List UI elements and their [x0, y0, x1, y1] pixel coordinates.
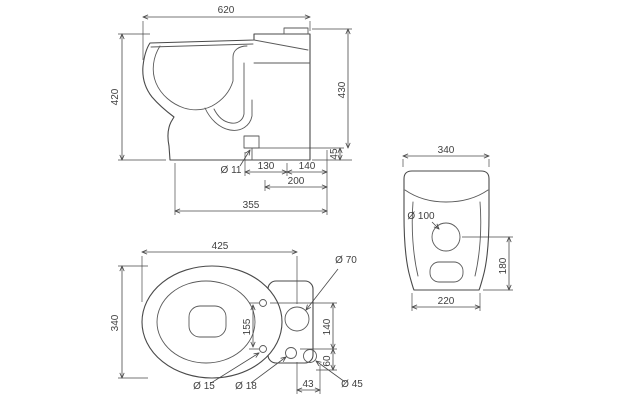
top-flush-hole-70 [284, 306, 310, 332]
dim-130-label: 130 [258, 161, 275, 172]
rear-toilet-outline [403, 170, 490, 291]
dim-hole-70-label: Ø 70 [335, 255, 357, 266]
side-toilet-outline [142, 33, 311, 161]
dim-45-label: 45 [329, 148, 340, 160]
side-bowl-inner-line [152, 45, 248, 111]
dim-420-label: 420 [110, 88, 121, 105]
dim-180-label: 180 [498, 257, 509, 274]
leader-hole-100 [431, 221, 439, 229]
dim-60-label: 60 [322, 355, 333, 367]
dim-hole-45-label: Ø 45 [341, 379, 363, 390]
rear-extension-lines [402, 159, 513, 311]
dim-430-label: 430 [337, 81, 348, 98]
leader-hole-11 [239, 150, 250, 167]
rear-shroud-lines [411, 201, 482, 277]
leader-hole-45 [316, 361, 346, 383]
dim-355-label: 355 [243, 200, 260, 211]
side-trap-line [204, 62, 253, 131]
side-view: 620 420 430 45 Ø 11 130 140 200 355 [110, 5, 352, 215]
dim-hole-18-label: Ø 18 [235, 381, 257, 392]
dim-220-label: 220 [438, 296, 455, 307]
side-cistern-lines [253, 39, 311, 64]
dim-140-label: 140 [299, 161, 316, 172]
side-seat-line [150, 43, 254, 48]
side-flush-button [283, 27, 309, 35]
dim-155-label: 155 [242, 318, 253, 335]
top-extension-lines [118, 256, 337, 394]
top-hole-45 [303, 349, 317, 363]
top-bowl-water [188, 305, 227, 338]
dim-340-rear-label: 340 [438, 145, 455, 156]
rear-waste-outlet [429, 261, 464, 283]
top-hinge-hole-upper [259, 299, 267, 307]
top-hinge-hole-lower [259, 345, 267, 353]
dim-43-label: 43 [302, 379, 314, 390]
top-hole-18 [285, 347, 297, 359]
side-extension-lines [118, 21, 352, 215]
leader-hole-18 [250, 357, 286, 384]
dim-hole-11-label: Ø 11 [221, 165, 242, 176]
rear-flush-hole [431, 222, 461, 252]
dim-hole-100-label: Ø 100 [407, 211, 435, 222]
dim-425-label: 425 [212, 241, 229, 252]
leader-hole-15 [210, 353, 259, 384]
rear-view: 340 Ø 100 180 220 [403, 145, 513, 311]
dim-620-label: 620 [218, 5, 235, 16]
dim-340-top-label: 340 [110, 314, 121, 331]
top-view: 425 340 Ø 70 155 140 60 Ø 15 Ø 18 43 Ø 4… [110, 241, 363, 394]
dim-hole-15-label: Ø 15 [193, 381, 215, 392]
rear-seam-line [404, 189, 489, 203]
leader-hole-70 [306, 268, 339, 310]
dim-200-label: 200 [288, 176, 305, 187]
dim-140-top-label: 140 [322, 318, 333, 335]
top-seat-outline [141, 265, 283, 379]
